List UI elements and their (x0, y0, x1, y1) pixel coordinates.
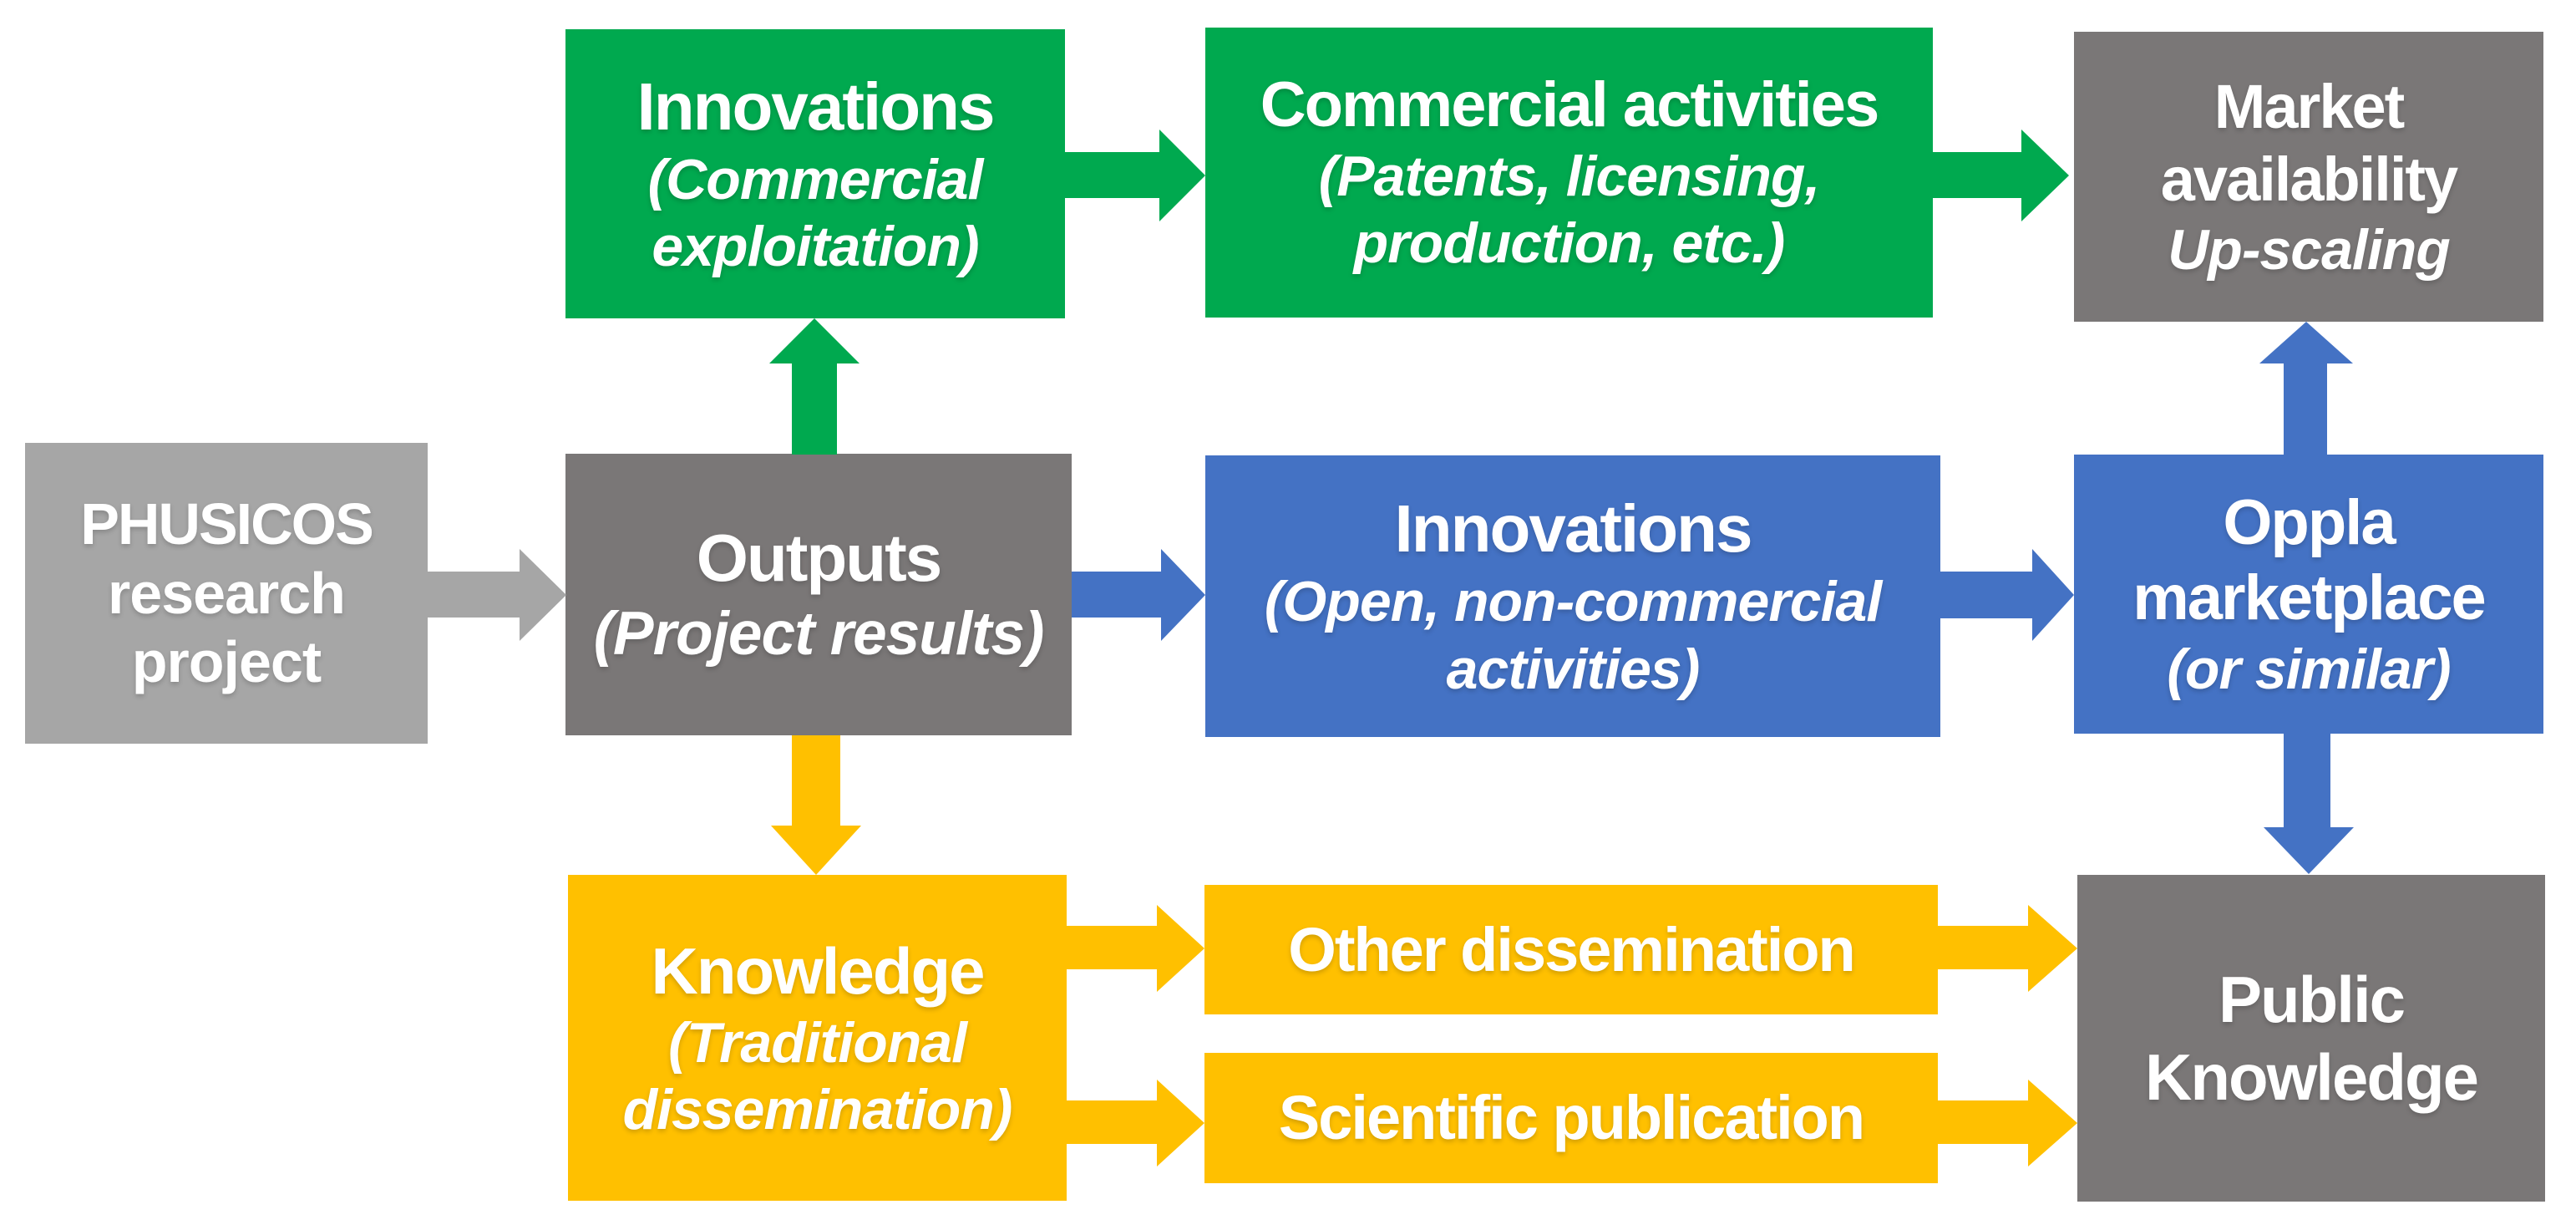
box-innovations-commercial: Innovations (Commercial exploitation) (565, 29, 1065, 318)
arrow-head-right-icon (1161, 549, 1205, 641)
arrow-head-right-icon (1159, 130, 1205, 221)
arrow-head-right-icon (1157, 1080, 1204, 1166)
box-commercial-activities: Commercial activities (Patents, licensin… (1205, 28, 1933, 318)
arrow-head-right-icon (1157, 905, 1204, 992)
arrow-head-right-icon (2028, 905, 2077, 992)
box-title: Public Knowledge (2144, 963, 2479, 1114)
arrow-stem (428, 572, 520, 618)
box-phusicos-research-project: PHUSICOS research project (25, 443, 428, 744)
arrow-stem (2284, 363, 2327, 455)
box-knowledge: Knowledge (Traditional dissemination) (568, 875, 1067, 1201)
arrow-stem (1940, 572, 2032, 618)
arrow-stem (1067, 1100, 1157, 1144)
box-title: Innovations (636, 69, 996, 144)
arrow-stem (1933, 152, 2021, 198)
box-oppla-marketplace: Oppla marketplace (or similar) (2074, 455, 2543, 734)
arrow-head-right-icon (520, 549, 566, 641)
box-title: Commercial activities (1260, 69, 1879, 141)
box-subtitle: Up-scaling (2168, 217, 2451, 282)
arrow-head-right-icon (2028, 1080, 2077, 1166)
box-title: Innovations (1394, 491, 1753, 567)
box-subtitle: (Open, non-commercial activities) (1264, 570, 1882, 701)
box-scientific-publication: Scientific publication (1204, 1053, 1938, 1183)
box-title: PHUSICOS (80, 491, 374, 557)
arrow-head-up-icon (769, 318, 860, 363)
arrow-stem (1072, 572, 1161, 618)
box-title: Outputs (696, 521, 943, 596)
arrow-head-up-icon (2259, 322, 2353, 363)
box-subtitle: (Traditional dissemination) (622, 1010, 1013, 1142)
arrow-stem (1938, 926, 2028, 969)
box-subtitle: (Patents, licensing, production, etc.) (1318, 145, 1821, 276)
box-outputs: Outputs (Project results) (565, 454, 1072, 735)
box-title: Other dissemination (1288, 914, 1855, 984)
arrow-stem (1065, 152, 1159, 198)
box-title: Scientific publication (1278, 1083, 1865, 1153)
box-title: Market availability (2160, 72, 2458, 215)
box-subtitle: (or similar) (2167, 637, 2451, 701)
arrow-stem (1938, 1100, 2028, 1144)
arrow-stem (792, 735, 840, 826)
arrow-stem (792, 363, 837, 455)
box-innovations-open: Innovations (Open, non-commercial activi… (1205, 455, 1940, 737)
arrow-head-down-icon (771, 826, 861, 875)
arrow-head-right-icon (2032, 549, 2074, 641)
arrow-head-down-icon (2264, 827, 2354, 874)
arrow-stem (2284, 734, 2330, 827)
box-subtitle: (Commercial exploitation) (647, 147, 984, 279)
box-subtitle: (Project results) (593, 599, 1045, 668)
box-public-knowledge: Public Knowledge (2077, 875, 2545, 1202)
box-title: Oppla marketplace (2132, 487, 2487, 633)
box-other-dissemination: Other dissemination (1204, 885, 1938, 1014)
arrow-head-right-icon (2021, 130, 2069, 221)
box-title: Knowledge (651, 933, 985, 1008)
box-market-availability: Market availability Up-scaling (2074, 32, 2543, 322)
arrow-stem (1067, 926, 1157, 969)
box-subtitle: research project (108, 560, 346, 695)
